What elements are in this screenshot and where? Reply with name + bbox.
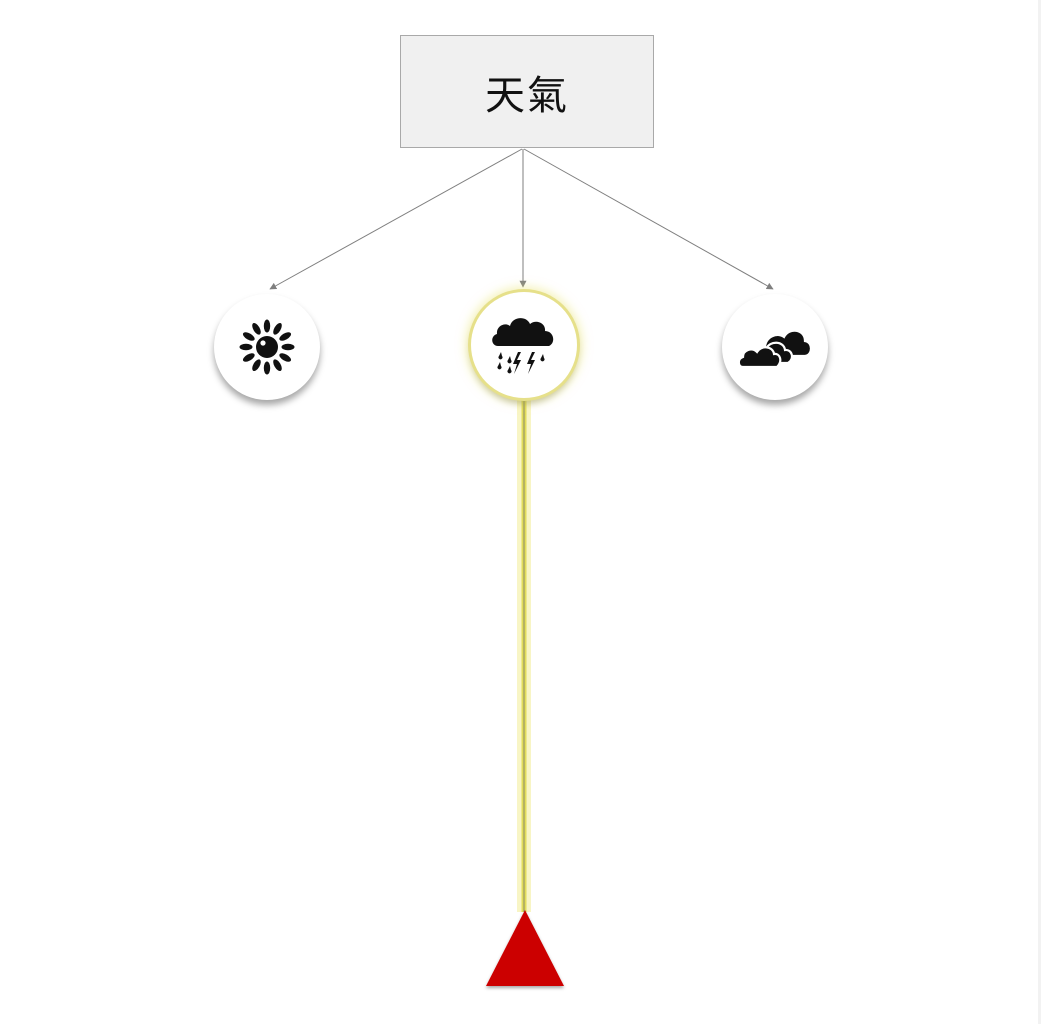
thunderstorm-node[interactable] bbox=[471, 292, 577, 398]
clouds-icon bbox=[737, 329, 813, 369]
root-label: 天氣 bbox=[485, 72, 569, 119]
sun-icon bbox=[239, 319, 295, 375]
sun-node[interactable] bbox=[214, 294, 320, 400]
page-edge bbox=[1038, 0, 1041, 1024]
goal-triangle-marker bbox=[486, 910, 564, 986]
root-node[interactable]: 天氣 bbox=[400, 35, 654, 148]
clouds-node[interactable] bbox=[722, 294, 828, 400]
edge-root-to-clouds bbox=[523, 148, 774, 290]
thunderstorm-icon bbox=[492, 318, 554, 374]
edge-root-to-sun bbox=[269, 148, 523, 290]
